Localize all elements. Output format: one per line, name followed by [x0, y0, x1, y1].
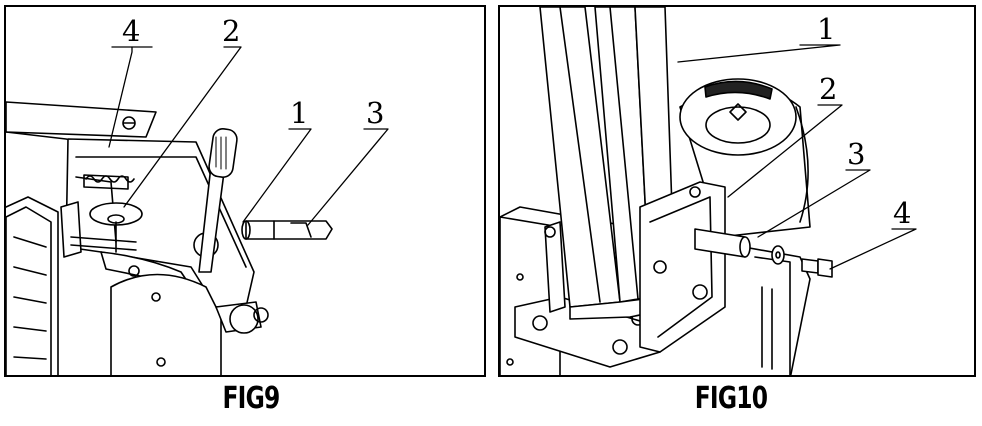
fig10-callout-2: 2 [819, 72, 837, 106]
fig10-caption: FIG10 [694, 381, 768, 416]
fig9-drawing: 4 2 1 3 [6, 14, 389, 375]
fig10-callout-1: 1 [817, 12, 835, 46]
fig10-callout-4: 4 [893, 196, 911, 230]
fig10-panel: 1 2 3 4 [498, 5, 976, 377]
fig9-panel: 4 2 1 3 [4, 5, 486, 377]
fig9-caption: FIG9 [222, 381, 280, 416]
fig10-drawing: 1 2 3 4 [500, 7, 917, 375]
fig10-callout-3: 3 [847, 137, 865, 171]
fig9-callout-3: 3 [366, 96, 384, 130]
fig9-callout-2: 2 [222, 14, 240, 48]
fig9-callout-1: 1 [290, 96, 308, 130]
fig9-callout-4: 4 [122, 14, 140, 48]
